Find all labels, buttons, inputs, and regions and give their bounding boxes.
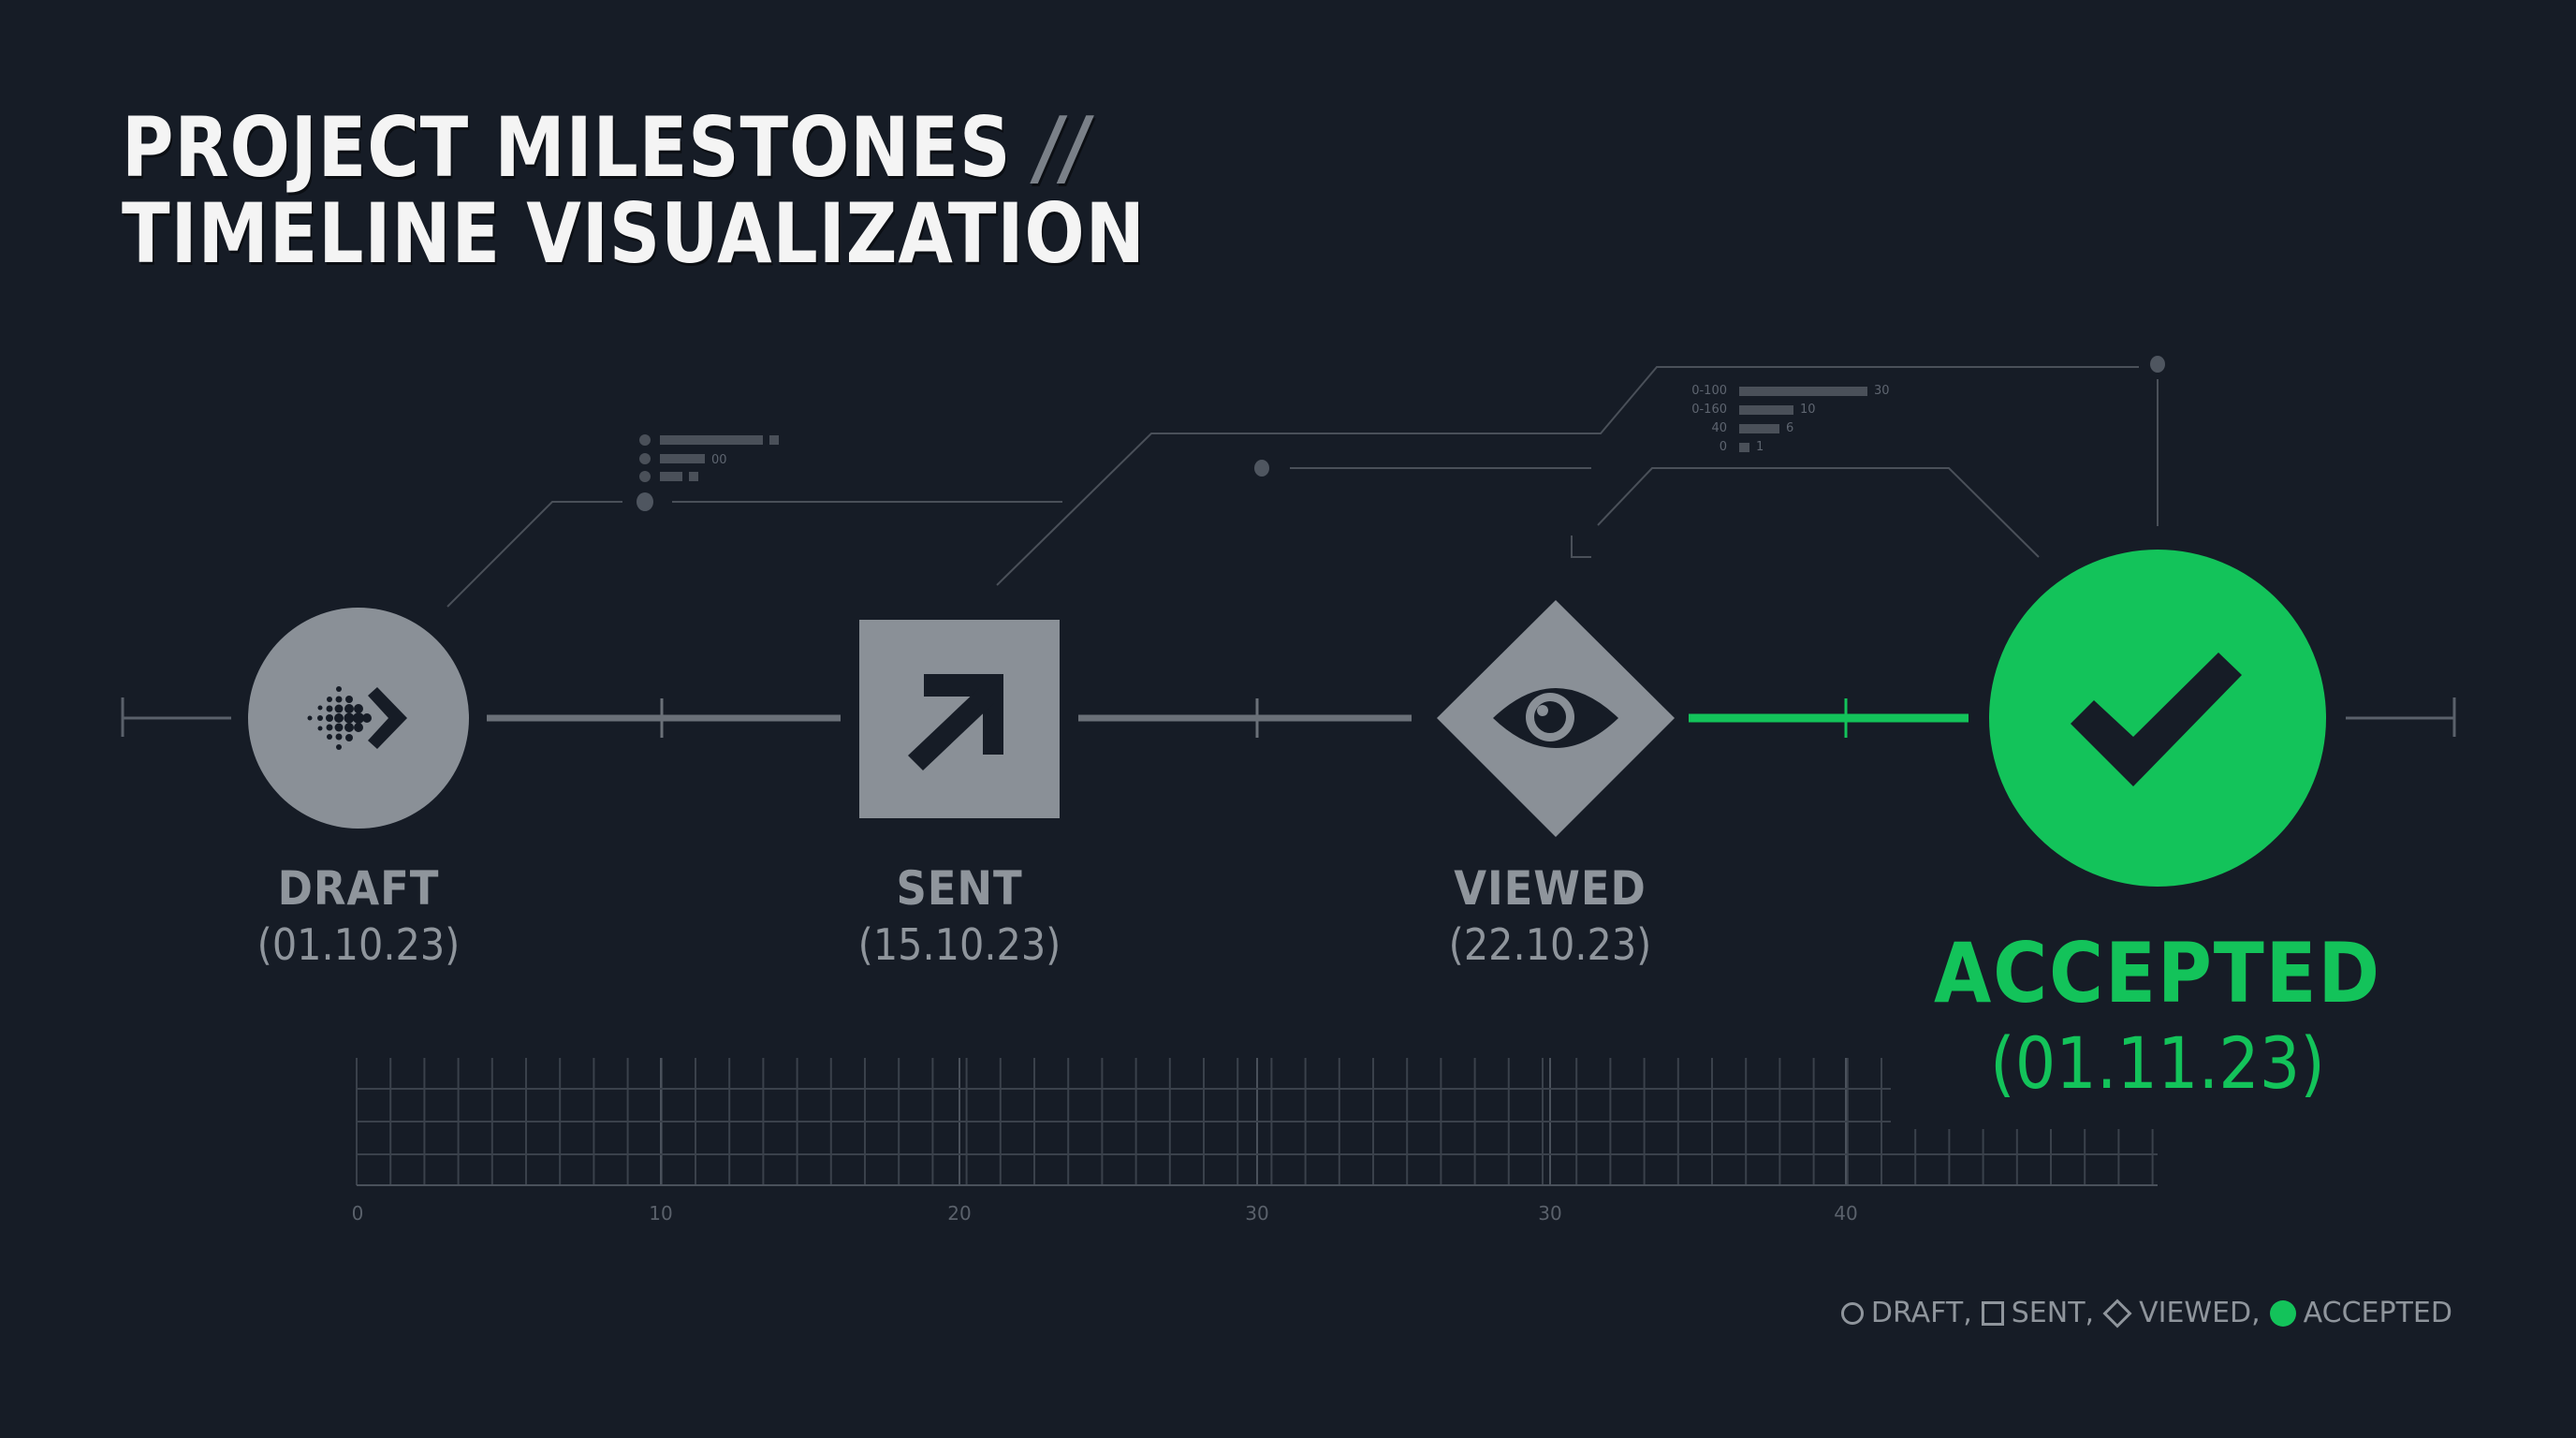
milestone-date: (15.10.23) [857, 919, 1061, 970]
connector-dot [2150, 356, 2165, 373]
circle-filled-icon [2269, 1299, 2296, 1327]
svg-text:00: 00 [711, 453, 727, 467]
dotted-arrow-right-icon [307, 686, 407, 750]
mini-chart-left [639, 434, 779, 482]
milestone-label-sent: SENT (15.10.23) [847, 861, 1073, 970]
axis-tick-label: 20 [947, 1202, 972, 1225]
title-line-1: PROJECT MILESTONES // [122, 99, 1090, 196]
svg-text:0-100: 0-100 [1691, 384, 1727, 398]
legend: DRAFT, SENT, VIEWED, ACCEPTED [1840, 1297, 2452, 1329]
svg-text:10: 10 [1800, 403, 1816, 417]
axis-tick-label: 0 [351, 1202, 364, 1225]
legend-item-viewed: VIEWED, [2102, 1297, 2261, 1329]
milestone-name: ACCEPTED [1934, 925, 2381, 1021]
diamond-outline-icon [2102, 1298, 2132, 1328]
milestone-node-sent[interactable] [859, 620, 1060, 818]
milestone-name: VIEWED [1454, 861, 1647, 916]
svg-text:0: 0 [1720, 440, 1727, 454]
title-separator: // [1036, 99, 1090, 196]
legend-item-sent: SENT, [1981, 1297, 2094, 1329]
timeline-grid [356, 1058, 2158, 1186]
svg-text:0-160: 0-160 [1691, 403, 1727, 417]
legend-item-draft: DRAFT, [1840, 1297, 1972, 1329]
axis-tick-label: 10 [649, 1202, 673, 1225]
title-line-2: TIMELINE VISUALIZATION [122, 185, 1146, 282]
svg-text:1: 1 [1756, 440, 1764, 454]
svg-text:40: 40 [1711, 421, 1727, 435]
milestone-date: (22.10.23) [1448, 919, 1652, 970]
square-outline-icon [1981, 1300, 2004, 1326]
connector-draft [446, 501, 622, 608]
milestone-label-accepted: ACCEPTED (01.11.23) [1909, 925, 2406, 1105]
milestone-label-viewed: VIEWED (22.10.23) [1438, 861, 1663, 970]
arrow-up-right-icon [908, 674, 1003, 770]
svg-text:30: 30 [1874, 384, 1890, 398]
page-title: PROJECT MILESTONES // TIMELINE VISUALIZA… [122, 105, 1146, 277]
axis-tick-label: 40 [1834, 1202, 1858, 1225]
connector-dot [1254, 460, 1269, 477]
milestone-name: SENT [896, 861, 1023, 916]
checkmark-icon [2071, 653, 2242, 786]
svg-text:6: 6 [1786, 421, 1793, 435]
axis-tick-label: 30 [1245, 1202, 1269, 1225]
connector-dot [637, 492, 653, 511]
milestone-node-draft[interactable] [248, 608, 469, 829]
axis-tick-label: 30 [1538, 1202, 1562, 1225]
eye-icon [1493, 688, 1618, 748]
milestone-date: (01.10.23) [256, 919, 461, 970]
milestone-name: DRAFT [277, 861, 440, 916]
milestone-date: (01.11.23) [1990, 1021, 2325, 1105]
mini-chart-right: 0-100 30 0-160 10 40 6 0 1 [1691, 384, 1889, 454]
circle-outline-icon [1840, 1301, 1864, 1325]
milestone-label-draft: DRAFT (01.10.23) [246, 861, 472, 970]
connector-sent [996, 366, 2139, 586]
milestone-node-accepted[interactable] [1989, 550, 2326, 887]
milestone-node-viewed[interactable] [1437, 600, 1675, 837]
legend-item-accepted: ACCEPTED [2269, 1297, 2452, 1329]
connector-viewed [1597, 467, 2040, 558]
timeline-track [121, 697, 2456, 738]
